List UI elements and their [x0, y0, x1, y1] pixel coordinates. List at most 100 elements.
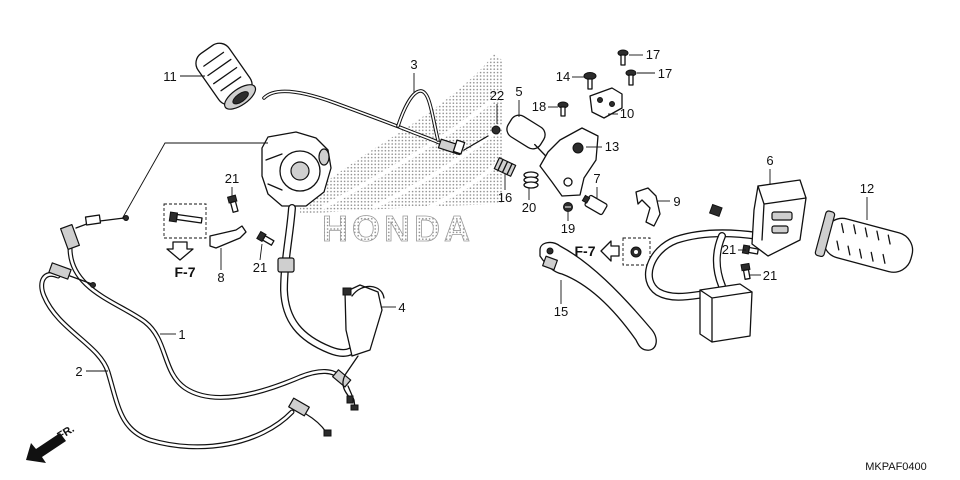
cable-sheath-inner — [263, 90, 441, 144]
cable-wire — [69, 275, 93, 285]
callout-right-grip: 12 — [860, 181, 874, 196]
bolt-shank — [747, 246, 759, 255]
adjuster-16 — [493, 157, 517, 177]
housing-edge — [265, 153, 283, 191]
pivot-hole — [563, 177, 573, 187]
reference-label: F-7 — [575, 243, 596, 259]
bracket-9 — [635, 187, 661, 227]
cable-end-fitting — [288, 397, 310, 417]
cable-socket — [318, 148, 330, 166]
switch-7 — [581, 194, 608, 216]
callout-nut-22: 22 — [490, 88, 504, 103]
switch-harness — [277, 204, 385, 404]
screw-shank — [560, 106, 566, 117]
screw-17-b — [625, 69, 637, 86]
cable-loop-inner — [397, 90, 439, 141]
connector-boot — [344, 284, 383, 357]
cable-adjuster-nut — [452, 139, 466, 155]
bracket-8 — [209, 225, 247, 249]
reference-f7-right: F-7 — [575, 237, 651, 266]
bolt-shank — [229, 200, 239, 213]
callout-dust-cover-5: 5 — [515, 84, 522, 99]
callout-screw-17-a: 17 — [646, 47, 660, 62]
callout-cable-1: 1 — [178, 327, 185, 342]
honda-logo-text: HONDA — [322, 208, 474, 249]
callout-switch-6: 6 — [766, 153, 773, 168]
spring-20 — [523, 171, 539, 189]
leader-line — [259, 243, 263, 261]
screw-shank — [628, 74, 634, 86]
callout-switch-7: 7 — [593, 171, 600, 186]
throttle-housing — [261, 131, 332, 207]
connector-terminal — [346, 395, 354, 404]
callout-bracket-10: 10 — [620, 106, 634, 121]
throttle-cable-2 — [39, 262, 332, 450]
callout-cable-2: 2 — [75, 364, 82, 379]
nut-22 — [491, 125, 501, 135]
bolt-shank — [175, 213, 203, 224]
screw-shank — [620, 54, 626, 66]
reference-left-arrow — [600, 240, 620, 262]
bracket-10 — [589, 87, 623, 119]
cable-sheath-inner — [40, 273, 294, 449]
grip-body — [822, 217, 914, 273]
screw-19 — [563, 202, 573, 212]
callout-screw-14: 14 — [556, 69, 570, 84]
callout-bolt-21-c: 21 — [722, 242, 736, 257]
callout-lever-bracket-13: 13 — [605, 139, 619, 154]
callout-harness-4: 4 — [398, 300, 405, 315]
cable-end-nipple — [350, 404, 359, 411]
bracket-hole — [597, 97, 603, 103]
callout-screw-19: 19 — [561, 221, 575, 236]
grip-pattern — [836, 223, 891, 264]
cable-sheath-inner — [68, 246, 342, 399]
switch-button — [771, 225, 789, 234]
harness-grommet — [277, 257, 295, 273]
bolt-21-c — [741, 244, 759, 255]
callout-bolt-21-d: 21 — [763, 268, 777, 283]
bolt-shank — [742, 268, 751, 280]
wing-feather-stripe — [371, 124, 504, 210]
cable-3 — [262, 89, 489, 156]
throttle-pulley-hub — [290, 161, 310, 181]
bracket-body — [539, 127, 599, 197]
screw-17-a — [617, 49, 629, 66]
bolt-shank — [262, 235, 275, 246]
bolt-21-a — [226, 194, 239, 213]
callout-screw-18: 18 — [532, 99, 546, 114]
clutch-lever-15 — [539, 241, 657, 351]
lever-pivot — [546, 247, 554, 255]
callout-adjuster-16: 16 — [498, 190, 512, 205]
bolt-21-b — [256, 230, 275, 246]
cable-wire — [305, 413, 327, 433]
front-arrow-icon — [26, 433, 66, 463]
callout-left-grip: 11 — [163, 69, 177, 84]
cable-end-nipple — [323, 429, 332, 437]
harness-tube-inner — [281, 205, 361, 356]
bracket-plate — [589, 87, 623, 119]
front-direction-indicator: FR. — [26, 423, 77, 463]
cable-adjuster — [48, 262, 72, 280]
lever-blade — [539, 241, 657, 351]
adjuster-threads — [497, 158, 513, 176]
left-grip — [195, 42, 257, 110]
harness-clip — [708, 203, 723, 218]
cable-routing-line — [121, 142, 268, 220]
connector-clip — [342, 287, 352, 296]
reference-box — [163, 203, 207, 239]
cable-end-nipple — [123, 215, 129, 221]
right-grip — [814, 210, 914, 273]
handlebar-switch-6 — [645, 179, 807, 343]
honda-wing-watermark: HONDA — [300, 54, 504, 249]
bolt-head — [168, 211, 179, 223]
reference-bolt — [168, 211, 203, 224]
reference-box — [622, 237, 651, 266]
grip-flange — [814, 210, 836, 258]
throttle-cable-1 — [59, 214, 359, 411]
callout-bolt-21-b: 21 — [253, 260, 267, 275]
callout-lever-15: 15 — [554, 304, 568, 319]
callout-bracket-9: 9 — [673, 194, 680, 209]
bracket-plate — [209, 225, 247, 249]
cover-tail — [534, 143, 547, 158]
